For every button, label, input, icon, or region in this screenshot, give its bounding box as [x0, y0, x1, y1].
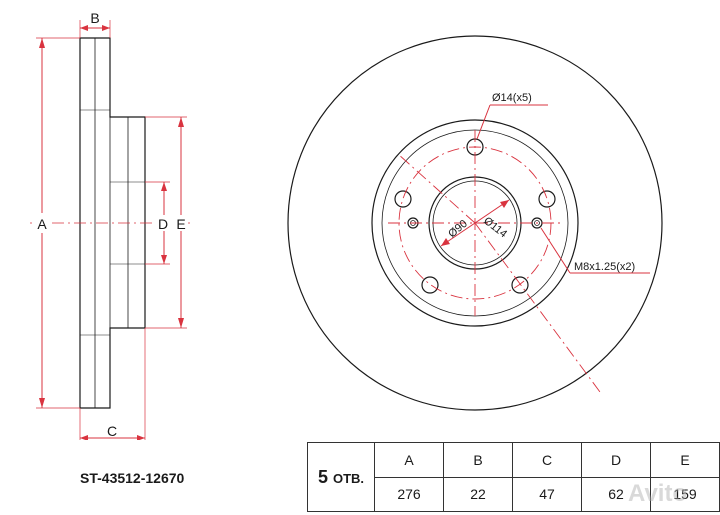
bolt-hole	[421, 276, 439, 294]
label-d: D	[158, 216, 168, 232]
header-cell: E	[650, 442, 720, 478]
header-cell: B	[443, 442, 513, 478]
label-e: E	[176, 216, 185, 232]
header-cell: C	[512, 442, 582, 478]
spec-header-row: 5 ОТВ. A B C D E	[307, 442, 720, 512]
spec-table: 5 ОТВ. A B C D E 276 22 47 62 159	[307, 442, 720, 512]
disc-outer-circle	[287, 35, 663, 411]
label-c: C	[107, 423, 117, 439]
part-number: ST-43512-12670	[80, 470, 185, 486]
threaded-hole-label: M8x1.25(x2)	[574, 261, 635, 273]
center-bore-label: Ø90	[446, 218, 470, 241]
bolt-hole-diameter-label: Ø14(x5)	[492, 92, 532, 104]
technical-drawing: A B C D E Ø14(x5)	[30, 10, 663, 440]
value-cell: 47	[512, 476, 582, 512]
value-cell: 22	[443, 476, 513, 512]
holes-label: ОТВ.	[332, 470, 365, 486]
front-view-leaders	[440, 104, 650, 274]
side-view-text: A B C D E	[32, 10, 188, 439]
holes-count: 5	[317, 466, 328, 487]
bolt-hole	[394, 190, 412, 208]
bolt-hole	[511, 276, 529, 294]
bolt-hole	[538, 190, 556, 208]
value-cell: 159	[650, 476, 720, 512]
holes-count-cell: 5 ОТВ.	[307, 442, 375, 512]
hub-outer-circle	[371, 119, 579, 327]
value-cell: 276	[374, 476, 444, 512]
header-cell: A	[374, 442, 444, 478]
header-cell: D	[581, 442, 651, 478]
spec-value-row: 276 22 47 62 159	[308, 476, 720, 512]
label-b: B	[90, 10, 99, 26]
watermark-logo: Avito	[628, 480, 688, 507]
front-view-center-lines	[388, 130, 601, 393]
label-a: A	[37, 216, 47, 232]
